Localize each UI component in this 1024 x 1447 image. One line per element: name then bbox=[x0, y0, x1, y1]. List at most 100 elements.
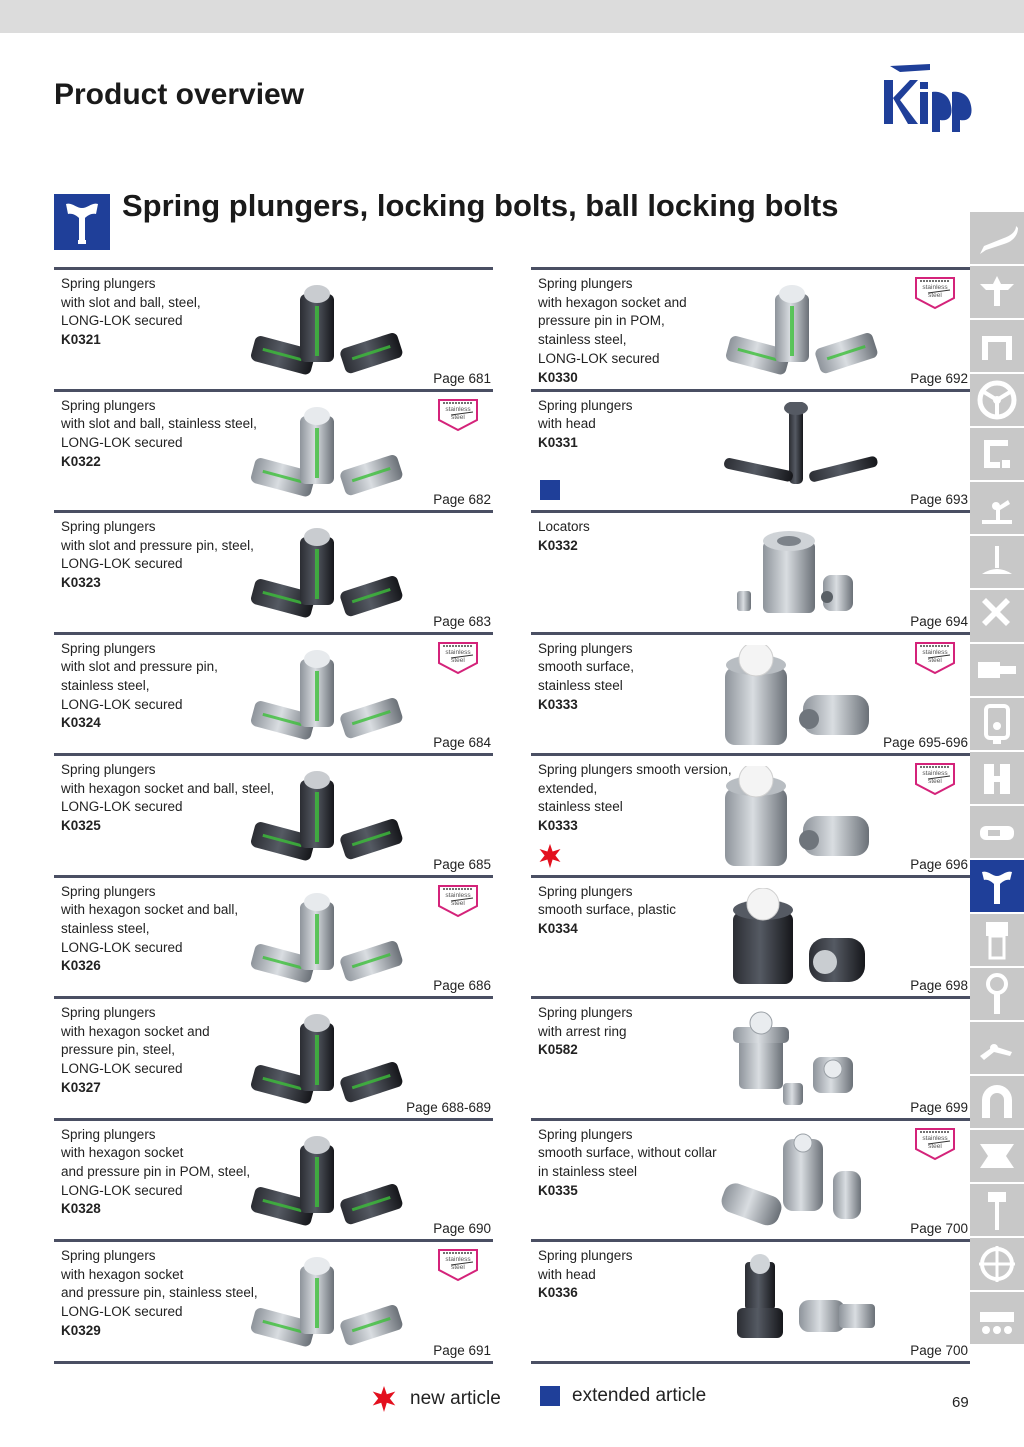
page-reference[interactable]: Page 684 bbox=[433, 735, 491, 750]
locking-bolt-icon bbox=[982, 871, 1012, 904]
svg-text:stainless: stainless bbox=[922, 1135, 948, 1142]
sidebar-tab-vibration-mount[interactable] bbox=[970, 1130, 1024, 1182]
page-reference[interactable]: Page 700 bbox=[910, 1342, 968, 1358]
product-code: K0333 bbox=[538, 696, 578, 712]
page-reference[interactable]: Page 685 bbox=[433, 856, 491, 872]
latch-icon bbox=[980, 826, 1014, 840]
svg-text:steel: steel bbox=[928, 1143, 942, 1150]
product-photo bbox=[242, 523, 412, 623]
description-line: with head bbox=[538, 416, 596, 432]
svg-text:stainless: stainless bbox=[445, 1256, 471, 1263]
vibration-mount-icon bbox=[980, 1144, 1014, 1168]
description-line: with head bbox=[538, 1266, 596, 1282]
sidebar-tab-position-indicator[interactable] bbox=[970, 698, 1024, 750]
sidebar-tab-magnet[interactable] bbox=[970, 1076, 1024, 1128]
page-reference[interactable]: Page 683 bbox=[433, 613, 491, 629]
product-photo bbox=[717, 280, 887, 380]
description-line: extended, bbox=[538, 780, 598, 796]
page-reference[interactable]: Page 700 bbox=[910, 1221, 968, 1236]
page-reference[interactable]: Page 691 bbox=[433, 1342, 491, 1358]
description-line: stainless steel, bbox=[538, 332, 627, 348]
page-reference[interactable]: Page 698 bbox=[910, 978, 968, 993]
page-reference[interactable]: Page 682 bbox=[433, 492, 491, 507]
description-line: with hexagon socket and bbox=[538, 294, 687, 310]
description-line: LONG-LOK secured bbox=[61, 1061, 183, 1077]
sidebar-tab-lever[interactable] bbox=[970, 212, 1024, 264]
product-item[interactable]: Spring plungers smooth version,extended,… bbox=[531, 753, 970, 875]
page-reference[interactable]: Page 695-696 bbox=[883, 735, 968, 750]
sidebar-tab-probe-pin[interactable] bbox=[970, 1184, 1024, 1236]
sidebar-tab-cross-joint[interactable] bbox=[970, 590, 1024, 642]
product-code: K0334 bbox=[538, 920, 578, 936]
description-line: LONG-LOK secured bbox=[61, 799, 183, 815]
kipp-logo bbox=[884, 64, 972, 132]
page-reference[interactable]: Page 681 bbox=[433, 370, 491, 386]
section-locking-bolt-icon bbox=[54, 194, 110, 250]
sidebar-tab-hinge[interactable] bbox=[970, 752, 1024, 804]
sidebar-tab-latch[interactable] bbox=[970, 806, 1024, 858]
probe-pin-icon bbox=[988, 1192, 1006, 1230]
extended-article-square-icon bbox=[540, 480, 560, 500]
page-reference[interactable]: Page 696 bbox=[910, 856, 968, 872]
sidebar-tab-ball-lock-pin[interactable] bbox=[970, 1238, 1024, 1290]
sidebar-tab-handle[interactable] bbox=[970, 320, 1024, 372]
page-reference[interactable]: Page 694 bbox=[910, 613, 968, 629]
sidebar-tab-tension-latch[interactable] bbox=[970, 1022, 1024, 1074]
sidebar-tab-conveyor[interactable] bbox=[970, 1292, 1024, 1344]
red-star-icon bbox=[372, 1386, 396, 1412]
product-code: K0335 bbox=[538, 1182, 578, 1198]
page-reference[interactable]: Page 699 bbox=[910, 1099, 968, 1115]
sidebar-tab-crank-handle[interactable] bbox=[970, 428, 1024, 480]
page-reference[interactable]: Page 690 bbox=[433, 1221, 491, 1236]
sidebar-tab-threaded-bushing[interactable] bbox=[970, 914, 1024, 966]
sidebar-tab-clamp-lever[interactable] bbox=[970, 482, 1024, 534]
sidebar-tab-star-knob[interactable] bbox=[970, 266, 1024, 318]
description-line: with hexagon socket and ball, steel, bbox=[61, 780, 275, 796]
product-photo bbox=[242, 402, 412, 502]
svg-text:stainless: stainless bbox=[445, 649, 471, 656]
new-article-star-icon bbox=[537, 843, 563, 869]
description-line: LONG-LOK secured bbox=[61, 939, 183, 955]
description-line: Spring plungers bbox=[538, 1005, 633, 1020]
sidebar-tab-locking-bolt[interactable] bbox=[970, 860, 1024, 912]
page-reference[interactable]: Page 688-689 bbox=[406, 1099, 491, 1115]
sidebar-tab-eye-bolt[interactable] bbox=[970, 968, 1024, 1020]
page-reference[interactable]: Page 686 bbox=[433, 978, 491, 993]
page-reference[interactable]: Page 693 bbox=[910, 492, 968, 507]
description-line: LONG-LOK secured bbox=[61, 1182, 183, 1198]
description-line: stainless steel bbox=[538, 799, 623, 815]
page-reference[interactable]: Page 692 bbox=[910, 370, 968, 386]
sidebar-tab-handwheel[interactable] bbox=[970, 374, 1024, 426]
description-line: pressure pin in POM, bbox=[538, 313, 665, 329]
stainless-steel-badge-icon: stainless steel bbox=[437, 398, 479, 432]
stainless-steel-badge-icon: stainless steel bbox=[437, 641, 479, 675]
sidebar-tab-quick-connector[interactable] bbox=[970, 644, 1024, 696]
description-line: smooth surface, without collar bbox=[538, 1145, 717, 1161]
product-code: K0326 bbox=[61, 958, 101, 974]
page-title: Product overview bbox=[54, 78, 305, 111]
sidebar-tab-levelling-foot[interactable] bbox=[970, 536, 1024, 588]
top-bar bbox=[0, 0, 1024, 33]
